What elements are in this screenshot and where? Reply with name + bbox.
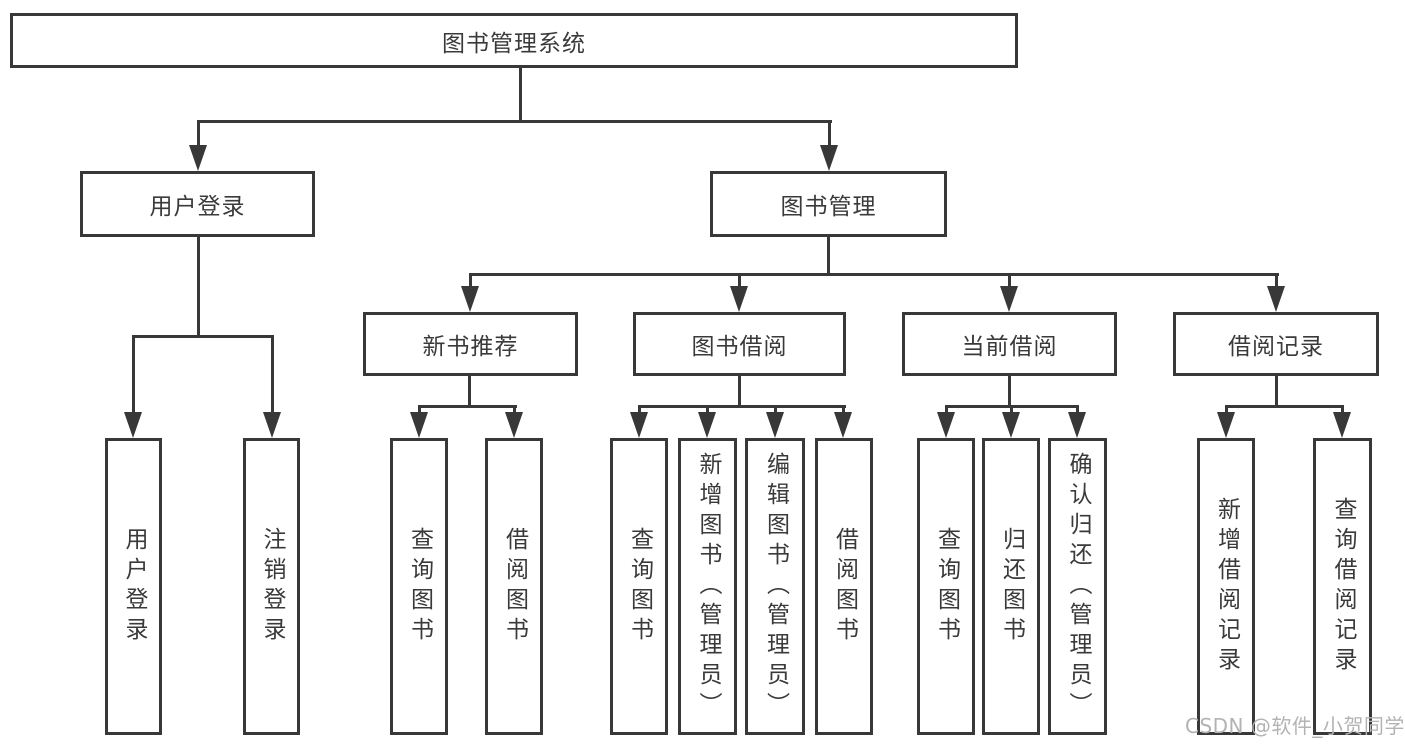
arrowhead-down-icon [124, 412, 142, 438]
node-library-management-system: 图书管理系统 [10, 13, 1018, 68]
arrowhead-down-icon [1000, 286, 1018, 312]
leaf-logout: 注销登录 [243, 438, 300, 735]
connector-currentborrow-drop-2 [1010, 405, 1013, 415]
node-label: 借阅图书 [501, 526, 528, 647]
node-label: 确认归还（管理员） [1065, 451, 1091, 722]
node-label: 查询借阅记录 [1330, 496, 1356, 677]
node-book-borrow: 图书借阅 [633, 312, 846, 376]
connector-userlogin-drop-2 [271, 335, 274, 415]
connector-bookmgmt-drop-4 [1275, 273, 1278, 287]
node-label: 借阅记录 [1228, 334, 1324, 360]
connector-userlogin-stem [197, 237, 200, 337]
leaf-edit-books-admin: 编辑图书（管理员） [745, 438, 805, 735]
leaf-borrow-books: 借阅图书 [815, 438, 873, 735]
node-label: 图书借阅 [691, 334, 788, 360]
csdn-watermark: CSDN @软件_小贺同学 [1185, 714, 1405, 738]
connector-newbook-drop-2 [513, 405, 516, 415]
connector-root-drop-left [197, 120, 200, 148]
arrowhead-down-icon [1002, 412, 1020, 438]
arrowhead-down-icon [461, 286, 479, 312]
connector-bookmgmt-drop-3 [1008, 273, 1011, 287]
node-book-management: 图书管理 [710, 171, 947, 237]
arrowhead-down-icon [1267, 286, 1285, 312]
node-borrow-records: 借阅记录 [1173, 312, 1379, 376]
connector-bookborrow-stem [738, 376, 741, 408]
leaf-current-query-books: 查询图书 [917, 438, 975, 735]
connector-bookborrow-drop-4 [842, 405, 845, 415]
arrowhead-down-icon [698, 412, 716, 438]
arrowhead-down-icon [820, 145, 838, 171]
arrowhead-down-icon [766, 412, 784, 438]
connector-userlogin-drop-1 [132, 335, 135, 415]
node-user-login: 用户登录 [80, 171, 315, 237]
connector-bookborrow-drop-2 [706, 405, 709, 415]
node-label: 图书管理 [780, 194, 877, 220]
node-label: 注销登录 [259, 526, 285, 647]
connector-root-drop-right [828, 120, 831, 148]
leaf-query-borrow-record: 查询借阅记录 [1313, 438, 1372, 735]
leaf-add-borrow-record: 新增借阅记录 [1197, 438, 1255, 735]
arrowhead-down-icon [937, 412, 955, 438]
connector-records-bar [1225, 405, 1343, 408]
connector-bookborrow-bar [638, 405, 846, 408]
arrowhead-down-icon [1217, 412, 1235, 438]
node-label: 用户登录 [121, 526, 147, 647]
connector-bookborrow-drop-1 [638, 405, 641, 415]
arrowhead-down-icon [1333, 412, 1351, 438]
leaf-return-books: 归还图书 [982, 438, 1040, 735]
arrowhead-down-icon [410, 412, 428, 438]
connector-newbook-drop-1 [418, 405, 421, 415]
node-new-book-recommend: 新书推荐 [363, 312, 578, 376]
connector-bookborrow-drop-3 [774, 405, 777, 415]
connector-root-bar [197, 120, 832, 123]
arrowhead-down-icon [505, 412, 523, 438]
arrowhead-down-icon [1068, 412, 1086, 438]
connector-bookmgmt-stem [827, 237, 830, 275]
arrowhead-down-icon [263, 412, 281, 438]
connector-bookmgmt-drop-2 [738, 273, 741, 287]
connector-records-drop-2 [1341, 405, 1344, 415]
node-label: 查询图书 [933, 526, 960, 647]
node-label: 新书推荐 [422, 334, 519, 360]
connector-currentborrow-drop-3 [1076, 405, 1079, 415]
connector-bookmgmt-drop-1 [469, 273, 472, 287]
leaf-newbook-borrow-books: 借阅图书 [485, 438, 543, 735]
connector-bookmgmt-bar [469, 273, 1279, 276]
node-label: 新增图书（管理员） [695, 451, 721, 722]
connector-records-stem [1275, 376, 1278, 408]
arrowhead-down-icon [630, 412, 648, 438]
leaf-confirm-return-admin: 确认归还（管理员） [1048, 438, 1107, 735]
node-label: 查询图书 [406, 526, 433, 647]
arrowhead-down-icon [189, 145, 207, 171]
node-label: 当前借阅 [961, 334, 1058, 360]
node-label: 归还图书 [998, 526, 1025, 647]
node-label: 用户登录 [149, 194, 246, 220]
connector-records-drop-1 [1225, 405, 1228, 415]
arrowhead-down-icon [730, 286, 748, 312]
node-label: 借阅图书 [831, 526, 858, 647]
node-label: 图书管理系统 [442, 30, 586, 57]
node-label: 新增借阅记录 [1213, 496, 1240, 677]
connector-root-stem [519, 67, 522, 123]
node-label: 编辑图书（管理员） [762, 451, 789, 722]
leaf-add-books-admin: 新增图书（管理员） [678, 438, 737, 735]
node-label: 查询图书 [626, 526, 653, 647]
connector-currentborrow-drop-1 [945, 405, 948, 415]
leaf-user-login: 用户登录 [105, 438, 162, 735]
connector-userlogin-bar [132, 335, 274, 338]
arrowhead-down-icon [834, 412, 852, 438]
leaf-borrow-query-books: 查询图书 [610, 438, 668, 735]
leaf-newbook-query-books: 查询图书 [390, 438, 448, 735]
connector-newbook-bar [418, 405, 517, 408]
connector-currentborrow-stem [1008, 376, 1011, 408]
connector-newbook-stem [468, 376, 471, 408]
node-current-borrow: 当前借阅 [902, 312, 1117, 376]
